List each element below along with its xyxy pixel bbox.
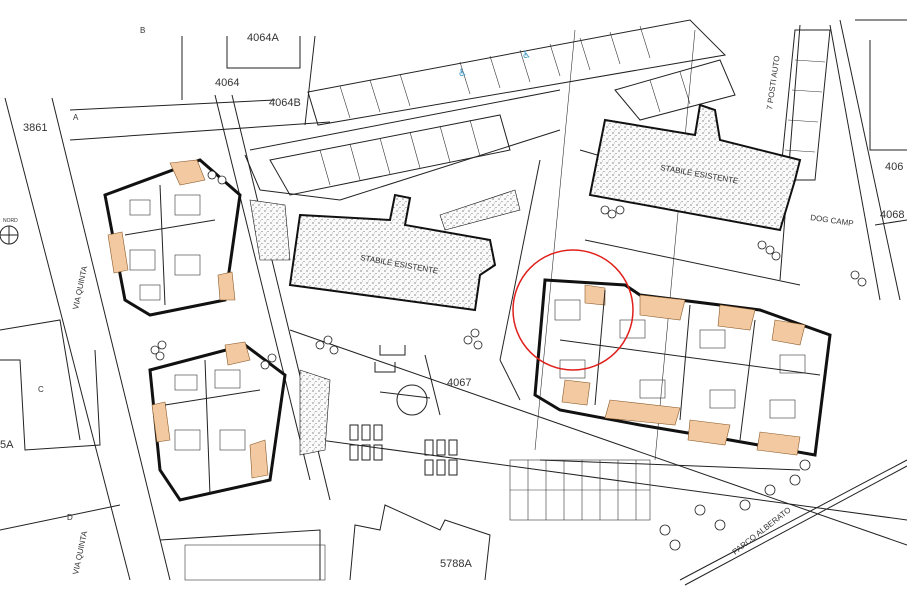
parcel-5A: 5A [0,439,14,451]
hatched-area [249,199,291,261]
parking-rows: ♿ ♿ [184,19,831,581]
existing-building-1 [288,193,497,312]
parcel-3861: 3861 [23,122,47,134]
north-arrow-icon: NORD [0,218,19,245]
accessible-parking-icon: ♿ [458,68,467,79]
parcel-406x: 406 [885,161,903,173]
parcel-4064: 4064 [215,77,239,89]
benches [349,424,458,476]
new-building-1 [103,158,242,317]
hatched-area [299,369,331,456]
new-building-2 [148,341,287,502]
parcel-4068: 4068 [880,209,904,221]
highlight-circle [512,249,634,371]
existing-building-2 [588,103,802,232]
trees [150,170,867,551]
section-marker-b: B [140,26,145,35]
park-label: PARCO ALBERATO [731,505,793,556]
street-label: VIA QUINTA [71,530,89,576]
section-marker-d: D [67,513,73,522]
parking-label: 7 POSTI AUTO [765,55,782,110]
parcel-5788A: 5788A [440,558,472,570]
parking-stalls [319,25,826,186]
street-label: VIA QUINTA [71,265,89,311]
parcel-4064B: 4064B [269,97,301,109]
new-building-3 [533,278,832,457]
dog-camp-label: DOG CAMP [810,213,854,228]
parcel-4064A: 4064A [247,32,279,44]
north-label: NORD [3,218,18,224]
playground [349,345,458,476]
parcel-4067: 4067 [447,377,471,389]
section-marker-a: A [73,113,79,122]
section-marker-c: C [38,385,44,394]
lower-parking [184,459,651,581]
hatched-area [439,189,521,231]
accessible-parking-icon: ♿ [522,50,531,61]
